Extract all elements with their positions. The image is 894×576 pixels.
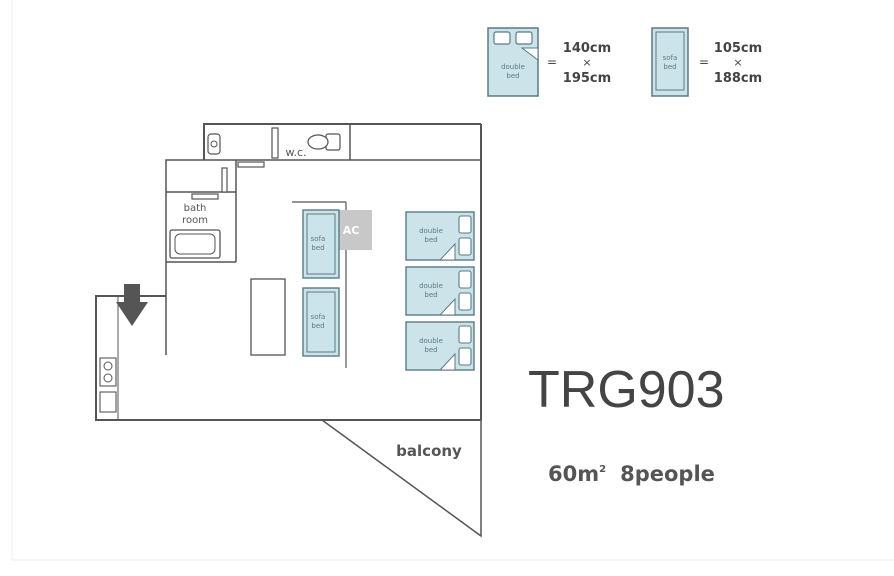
double-bed-3-label-1: double	[419, 337, 443, 345]
wc-label: w.c.	[285, 146, 306, 159]
wall-bath-left	[165, 159, 204, 355]
legend-double-times: ×	[582, 56, 591, 69]
ac-label: AC	[343, 224, 360, 237]
area-unit: m	[577, 462, 600, 486]
legend-double-length: 195cm	[563, 71, 611, 86]
double-bed-1: double bed	[405, 211, 475, 261]
pillow-icon	[458, 347, 472, 366]
burner-icon	[103, 373, 113, 383]
sofa-bed-2-label-2: bed	[311, 322, 324, 330]
pillow-icon	[515, 31, 533, 45]
balcony-label: balcony	[396, 442, 462, 460]
double-bed-1-label-1: double	[419, 227, 443, 235]
blanket-fold-icon	[438, 352, 456, 371]
pillow-icon	[458, 215, 472, 234]
sink-icon	[207, 133, 221, 155]
hall-door	[237, 161, 265, 168]
room-spec: 60m2 8people	[548, 462, 715, 486]
legend-double-equals: =	[547, 55, 557, 69]
double-bed-3: double bed	[405, 321, 475, 371]
balcony-outline	[319, 419, 482, 538]
table	[250, 278, 286, 356]
blanket-fold-icon	[438, 297, 456, 316]
sofa-bed-1: sofa bed	[302, 209, 340, 279]
double-bed-1-label-2: bed	[424, 236, 437, 244]
legend-sofa-bed: sofa bed = 105cm × 188cm	[651, 27, 762, 97]
pillow-icon	[458, 237, 472, 256]
sofa-bed-2-label-1: sofa	[311, 313, 326, 321]
capacity: 8people	[620, 462, 715, 486]
pillow-icon	[458, 325, 472, 344]
sofa-bed-2: sofa bed	[302, 287, 340, 357]
legend-double-width: 140cm	[563, 41, 611, 56]
blanket-fold-icon	[438, 242, 456, 261]
kitchen-sink-icon	[99, 391, 117, 413]
legend-sofa-equals: =	[699, 55, 709, 69]
wall-top	[203, 123, 481, 160]
bath-door	[191, 193, 219, 200]
legend-double-label-1: double	[501, 63, 525, 71]
bath-door-frame	[221, 167, 228, 193]
blanket-fold-icon	[520, 47, 539, 61]
toilet-icon	[307, 134, 329, 150]
sofa-bed-1-label-1: sofa	[311, 235, 326, 243]
sofa-bed-1-label-2: bed	[311, 244, 324, 252]
legend-double-label-2: bed	[506, 72, 519, 80]
legend-double-bed: double bed = 140cm × 195cm	[487, 27, 611, 97]
double-bed-2: double bed	[405, 266, 475, 316]
burner-icon	[103, 361, 113, 371]
area-unit-superscript: 2	[599, 464, 607, 475]
pillow-icon	[493, 31, 511, 45]
room-code: TRG903	[528, 361, 725, 419]
wc-door	[271, 127, 279, 159]
legend-sofa-bed-icon	[651, 27, 689, 97]
entrance-arrow-icon	[116, 284, 148, 326]
bathtub-inner-icon	[174, 233, 216, 255]
legend-sofa-times: ×	[733, 56, 742, 69]
double-bed-2-label-2: bed	[424, 291, 437, 299]
legend-sofa-length: 188cm	[714, 71, 762, 86]
double-bed-3-label-2: bed	[424, 346, 437, 354]
sofa-cushion-icon	[655, 31, 685, 91]
bath-label-1: bath	[184, 203, 207, 214]
pillow-icon	[458, 292, 472, 311]
legend-sofa-width: 105cm	[714, 41, 762, 56]
pillow-icon	[458, 270, 472, 289]
legend-sofa-label-1: sofa	[663, 54, 678, 62]
legend-sofa-label-2: bed	[663, 63, 676, 71]
double-bed-2-label-1: double	[419, 282, 443, 290]
area-value: 60	[548, 462, 578, 486]
bath-label-2: room	[182, 215, 208, 226]
drain-icon	[210, 140, 218, 148]
